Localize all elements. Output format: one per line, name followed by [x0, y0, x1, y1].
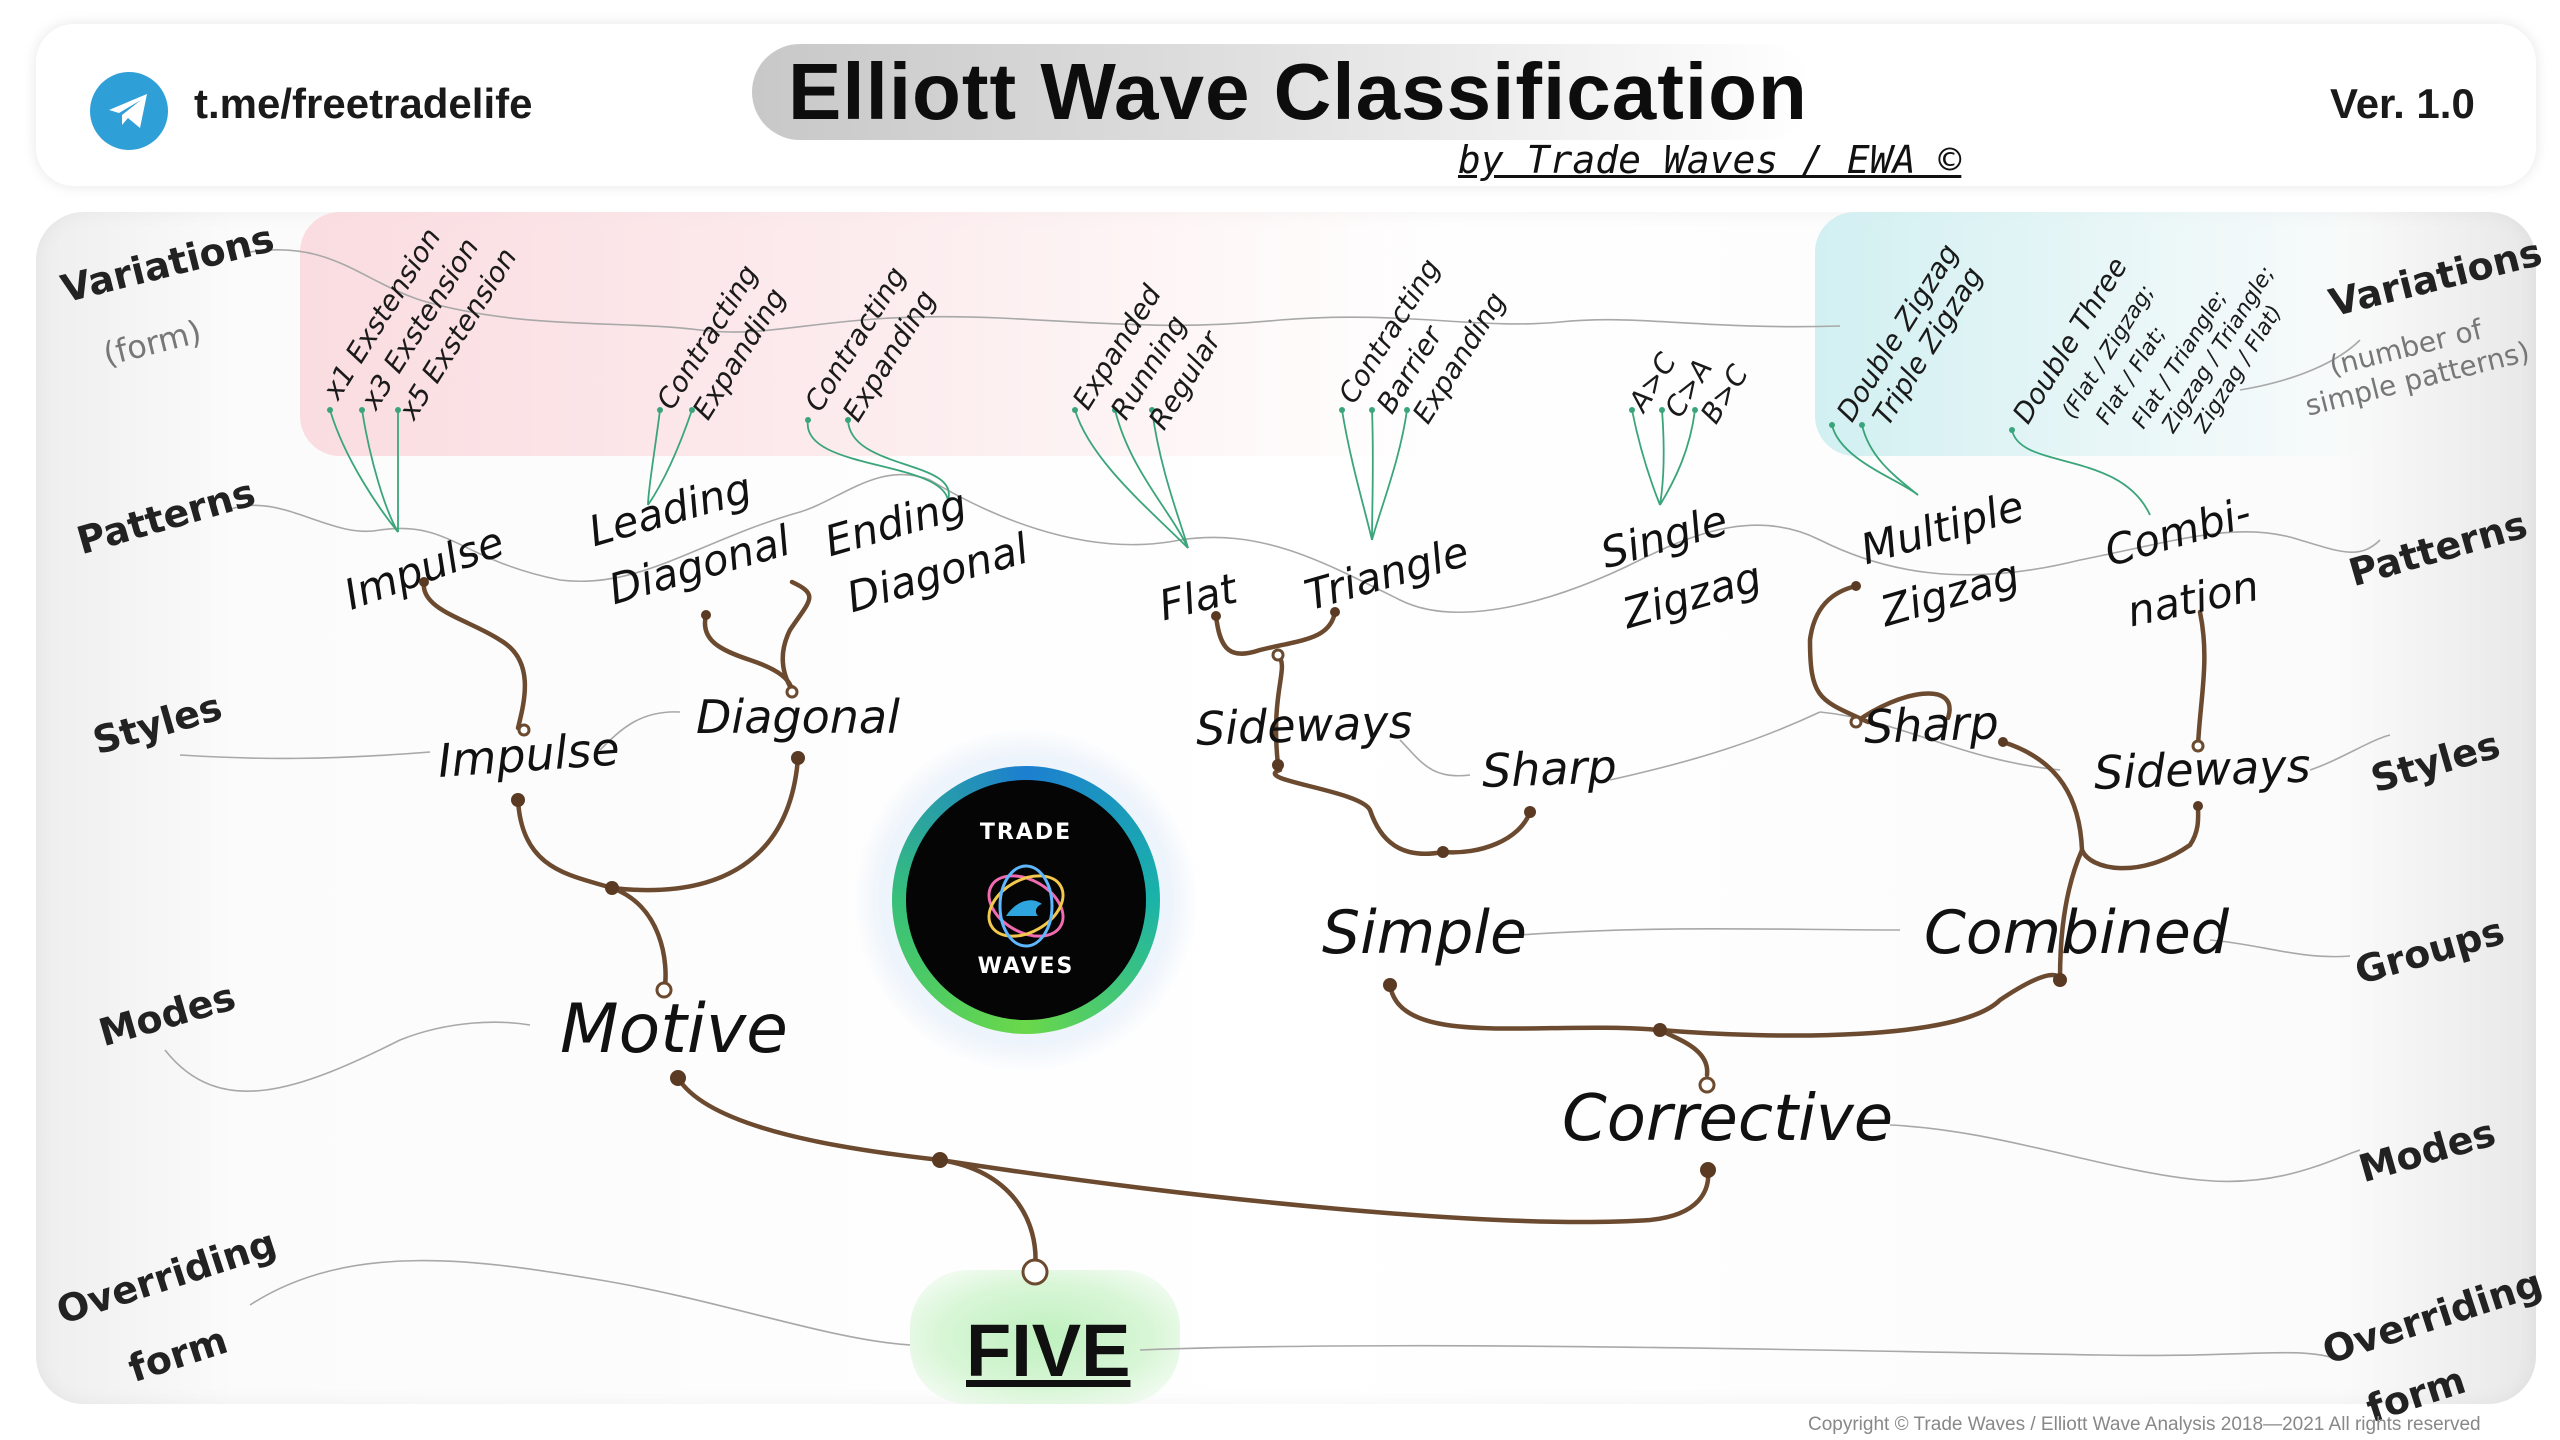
title-background	[752, 44, 1812, 140]
group-simple: Simple	[1322, 898, 1527, 968]
combined-variations-zone	[1815, 212, 2385, 456]
variation-markers	[327, 407, 2015, 433]
paper-plane-icon	[109, 94, 147, 128]
style-sideways-combined: Sideways	[2093, 738, 2312, 800]
mode-corrective: Corrective	[1562, 1082, 1894, 1156]
five-highlight	[910, 1270, 1180, 1404]
open-node-markers	[517, 648, 2205, 1286]
mode-motive: Motive	[560, 990, 788, 1069]
style-sharp-simple: Sharp	[1481, 739, 1618, 798]
version-label: Ver. 1.0	[2330, 80, 2475, 127]
logo-text-trade: TRADE	[979, 820, 1073, 845]
style-sideways-simple: Sideways	[1195, 694, 1414, 756]
page-title: Elliott Wave Classification	[788, 47, 1808, 136]
variation-connectors	[329, 409, 2151, 549]
group-combined: Combined	[1924, 898, 2229, 968]
style-sharp-combined: Sharp	[1863, 695, 2000, 754]
level-guide-lines	[164, 249, 2391, 1361]
style-diagonal: Diagonal	[696, 690, 900, 744]
wave-emblem-icon	[987, 864, 1065, 948]
logo-text-waves: WAVES	[977, 954, 1075, 979]
copyright-notice: Copyright © Trade Waves / Elliott Wave A…	[1808, 1414, 2481, 1435]
motive-variations-zone	[300, 212, 1450, 456]
telegram-link[interactable]: t.me/freetradelife	[194, 80, 533, 127]
telegram-icon[interactable]	[90, 72, 168, 150]
trade-waves-logo	[906, 780, 1146, 1020]
root-five: FIVE	[966, 1309, 1131, 1392]
byline: by Trade Waves / EWA ©	[1458, 138, 1962, 182]
